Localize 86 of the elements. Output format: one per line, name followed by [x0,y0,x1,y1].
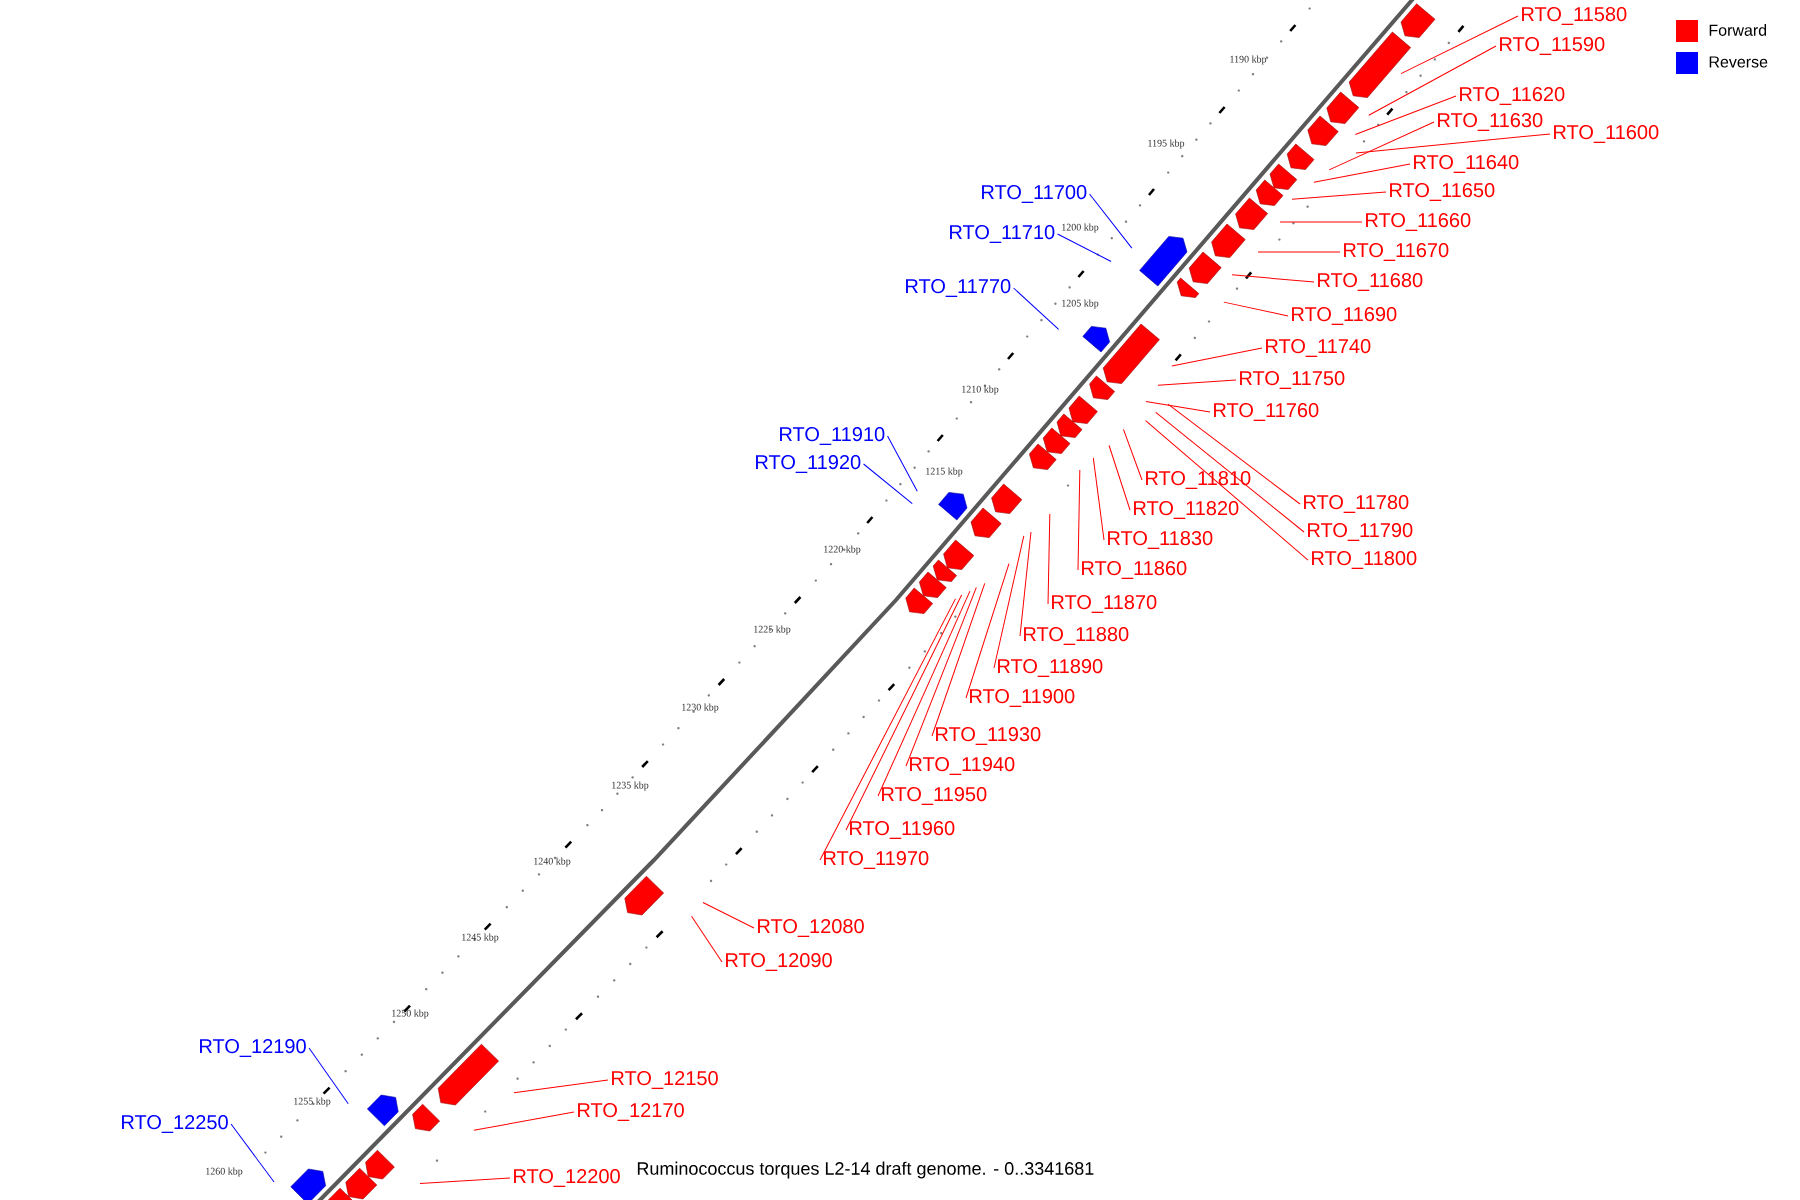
leader-line [1231,274,1315,283]
leader-line [1013,287,1060,330]
gene-label: RTO_11960 [850,821,955,839]
leader-line [1122,428,1143,481]
leader-line [1145,401,1211,413]
legend-label: Reverse [1709,56,1768,68]
gene-label: RTO_11680 [1318,273,1423,291]
gene-label: RTO_12200 [514,1169,620,1187]
gene-label: RTO_11790 [1308,523,1413,541]
leader-line [419,1177,511,1184]
leader-line [863,463,913,505]
gene-label: RTO_11970 [824,851,929,869]
gene-label: RTO_11830 [1108,531,1213,549]
gene-label: RTO_12250 [122,1115,228,1133]
leader-line [887,435,918,492]
leader-line [691,915,723,963]
leader-line [1355,133,1551,154]
gene-label: RTO_12190 [200,1039,306,1057]
gene-label: RTO_11700 [982,185,1087,203]
gene-label: RTO_12150 [612,1071,718,1089]
caption: Ruminococcus torques L2-14 draft genome. - 0..3341681 [637,1161,1094,1179]
legend-label: Forward [1709,24,1767,36]
gene-label: RTO_11580 [1522,7,1627,25]
gene-label: RTO_11800 [1312,551,1417,569]
leader-line [1108,445,1131,511]
leader-line [1092,457,1105,541]
gene-label: RTO_11740 [1266,339,1371,357]
gene-label: RTO_11710 [950,225,1055,243]
leader-line [1354,95,1457,135]
leader-line [1291,191,1387,200]
leader-line [905,586,977,767]
gene-label: RTO_11690 [1292,307,1397,325]
gene-label: RTO_11760 [1214,403,1319,421]
gene-label: RTO_12170 [578,1103,684,1121]
leader-line [1171,347,1263,367]
leader-line [1145,420,1309,561]
leader-line [1328,121,1435,171]
gene-label: RTO_11920 [756,455,861,473]
leader-line [308,1047,349,1105]
gene-label: RTO_11780 [1304,495,1409,513]
gene-label: RTO_11890 [998,659,1103,677]
gene-label: RTO_11940 [910,757,1015,775]
leader-line [931,582,986,737]
gene-label: RTO_11950 [882,787,987,805]
gene-label: RTO_11900 [970,689,1075,707]
gene-label: RTO_11930 [936,727,1041,745]
leader-line [1400,15,1519,75]
gene-label: RTO_11820 [1134,501,1239,519]
gene-label: RTO_11770 [906,279,1011,297]
gene-label: RTO_11910 [780,427,885,445]
leader-line [1167,403,1301,505]
leader-line [1223,301,1289,317]
leader-line [877,590,971,797]
leader-line [1089,193,1133,249]
leader-line [1368,45,1497,116]
leader-line [1057,233,1112,262]
gene-label: RTO_11870 [1052,595,1157,613]
leader-line [1279,221,1363,223]
leader-line [473,1111,575,1131]
leader-line [1155,411,1305,533]
gene-label: RTO_11750 [1240,371,1345,389]
leader-line [513,1079,609,1094]
gene-label: RTO_11670 [1344,243,1449,261]
leader-line [845,594,963,831]
gene-label: RTO_11630 [1438,113,1543,131]
gene-label: RTO_11860 [1082,561,1187,579]
leader-line [230,1123,275,1183]
leader-line [702,902,755,929]
leader-line [1077,469,1081,571]
leader-line [1313,163,1411,183]
gene-label: RTO_12080 [758,919,864,937]
gene-label: RTO_11880 [1024,627,1129,645]
gene-label: RTO_11660 [1366,213,1471,231]
gene-label: RTO_12090 [726,953,832,971]
gene-label: RTO_11640 [1414,155,1519,173]
leader-line [1047,513,1051,605]
gene-label: RTO_11600 [1554,125,1659,143]
gene-label: RTO_11650 [1390,183,1495,201]
leader-line [819,598,956,861]
gene-label: RTO_11590 [1500,37,1605,55]
gene-label: RTO_11620 [1460,87,1565,105]
leader-line [1257,251,1341,253]
leader-line [1019,531,1032,637]
leader-line [965,563,1010,699]
leader-line [1157,379,1237,386]
leader-line [993,535,1025,669]
